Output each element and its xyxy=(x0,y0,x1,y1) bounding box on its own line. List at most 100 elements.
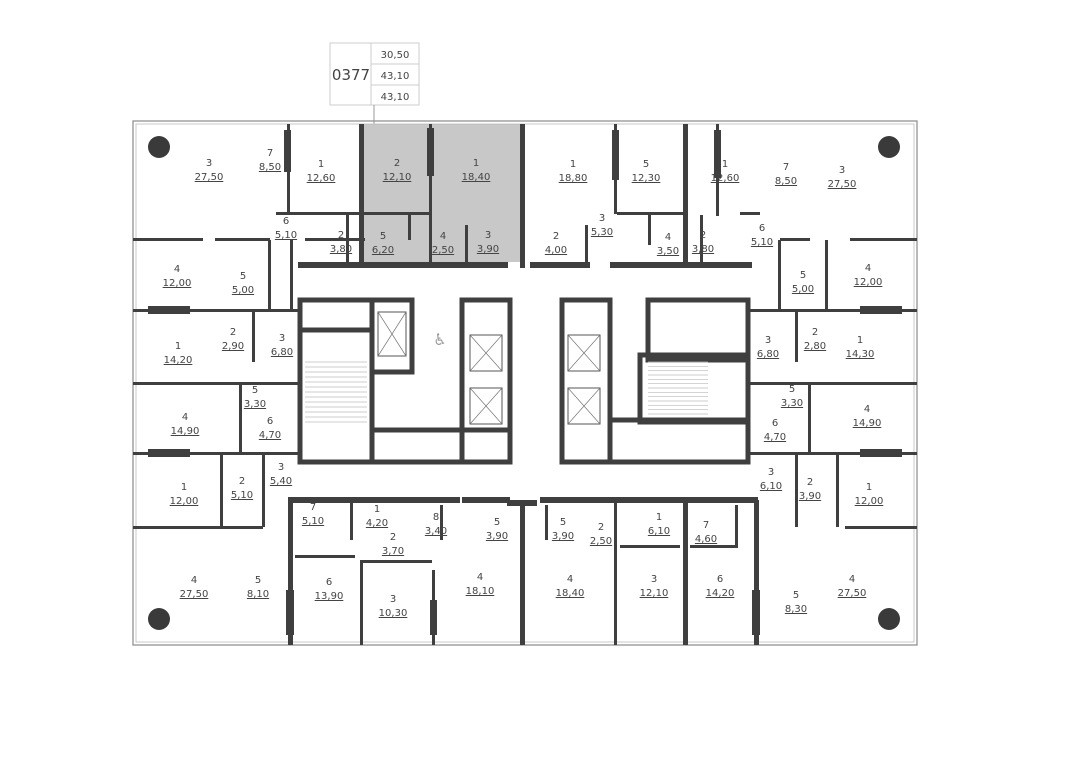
room-number: 3 xyxy=(278,462,284,473)
wall xyxy=(808,385,811,452)
room-number: 1 xyxy=(857,335,863,346)
selected-apartment[interactable] xyxy=(362,124,522,262)
room-area: 27,50 xyxy=(838,588,867,599)
room-label: 114,30 xyxy=(846,335,875,360)
stairs-icon xyxy=(305,361,367,423)
room-area: 3,70 xyxy=(382,546,404,557)
room-number: 4 xyxy=(849,574,855,585)
room-label: 36,10 xyxy=(760,467,782,492)
wall xyxy=(350,500,353,540)
legend-value: 30,50 xyxy=(381,50,410,61)
room-label: 24,00 xyxy=(545,231,567,256)
column-icon xyxy=(148,608,170,630)
room-area: 3,90 xyxy=(477,244,499,255)
room-label: 65,10 xyxy=(275,216,297,241)
room-area: 12,10 xyxy=(383,172,412,183)
wall xyxy=(714,130,721,178)
column-icon xyxy=(148,136,170,158)
wall xyxy=(215,238,270,241)
wall xyxy=(133,238,203,241)
room-label: 427,50 xyxy=(838,574,867,599)
room-number: 2 xyxy=(390,532,396,543)
room-number: 8 xyxy=(433,512,439,523)
room-number: 1 xyxy=(374,504,380,515)
room-number: 2 xyxy=(338,230,344,241)
wall xyxy=(683,124,688,268)
room-area: 5,30 xyxy=(591,227,613,238)
wall xyxy=(462,497,510,503)
elevator-icon xyxy=(567,387,601,425)
room-label: 58,30 xyxy=(785,590,807,615)
room-label: 74,60 xyxy=(695,520,717,545)
room-number: 3 xyxy=(599,213,605,224)
room-area: 12,10 xyxy=(640,588,669,599)
room-area: 8,30 xyxy=(785,604,807,615)
room-label: 613,90 xyxy=(315,577,344,602)
elevator-icon xyxy=(567,334,601,372)
elevator-icon xyxy=(469,334,503,372)
room-label: 35,40 xyxy=(270,462,292,487)
elevator-icon xyxy=(469,387,503,425)
apartment-code: 0377 xyxy=(332,66,370,84)
room-area: 8,50 xyxy=(775,176,797,187)
wall xyxy=(585,225,588,263)
room-number: 1 xyxy=(175,341,181,352)
core-wall xyxy=(369,297,415,375)
room-label: 112,00 xyxy=(170,482,199,507)
wall xyxy=(465,225,468,263)
room-label: 78,50 xyxy=(259,148,281,173)
wall xyxy=(290,240,293,310)
room-area: 27,50 xyxy=(195,172,224,183)
room-area: 3,30 xyxy=(244,399,266,410)
room-number: 3 xyxy=(279,333,285,344)
room-number: 6 xyxy=(267,416,273,427)
room-label: 327,50 xyxy=(828,165,857,190)
wall xyxy=(362,212,432,215)
room-area: 8,50 xyxy=(259,162,281,173)
room-number: 4 xyxy=(567,574,573,585)
core-wall xyxy=(369,427,513,465)
core-wall xyxy=(297,297,375,465)
room-label: 310,30 xyxy=(379,594,408,619)
wall xyxy=(700,215,703,265)
wall xyxy=(295,555,355,558)
room-label: 14,20 xyxy=(366,504,388,529)
room-area: 10,30 xyxy=(379,608,408,619)
room-label: 55,00 xyxy=(232,271,254,296)
room-label: 78,50 xyxy=(775,162,797,187)
room-label: 56,20 xyxy=(372,231,394,256)
room-area: 12,60 xyxy=(711,173,740,184)
room-area: 27,50 xyxy=(180,589,209,600)
room-label: 53,30 xyxy=(781,384,803,409)
room-area: 12,30 xyxy=(632,173,661,184)
wall xyxy=(133,526,263,529)
room-label: 327,50 xyxy=(195,158,224,183)
room-area: 18,10 xyxy=(466,586,495,597)
wall xyxy=(305,238,365,241)
wall xyxy=(362,560,432,563)
room-label: 33,90 xyxy=(477,230,499,255)
wall xyxy=(530,262,590,268)
room-number: 6 xyxy=(326,577,332,588)
room-label: 412,00 xyxy=(163,264,192,289)
wall xyxy=(545,505,548,540)
wall xyxy=(795,312,798,362)
room-label: 23,80 xyxy=(692,230,714,255)
room-label: 427,50 xyxy=(180,575,209,600)
room-area: 4,60 xyxy=(695,534,717,545)
room-area: 14,20 xyxy=(706,588,735,599)
room-area: 3,40 xyxy=(425,526,447,537)
wall xyxy=(133,309,300,312)
wheelchair-icon: ♿ xyxy=(434,330,447,349)
room-area: 6,80 xyxy=(757,349,779,360)
room-label: 23,80 xyxy=(330,230,352,255)
wall xyxy=(836,455,839,527)
wall xyxy=(825,240,828,310)
wall xyxy=(740,212,760,215)
wall xyxy=(276,212,360,215)
room-label: 312,10 xyxy=(640,574,669,599)
wall xyxy=(540,497,612,503)
room-area: 5,10 xyxy=(302,516,324,527)
wall xyxy=(148,306,190,314)
